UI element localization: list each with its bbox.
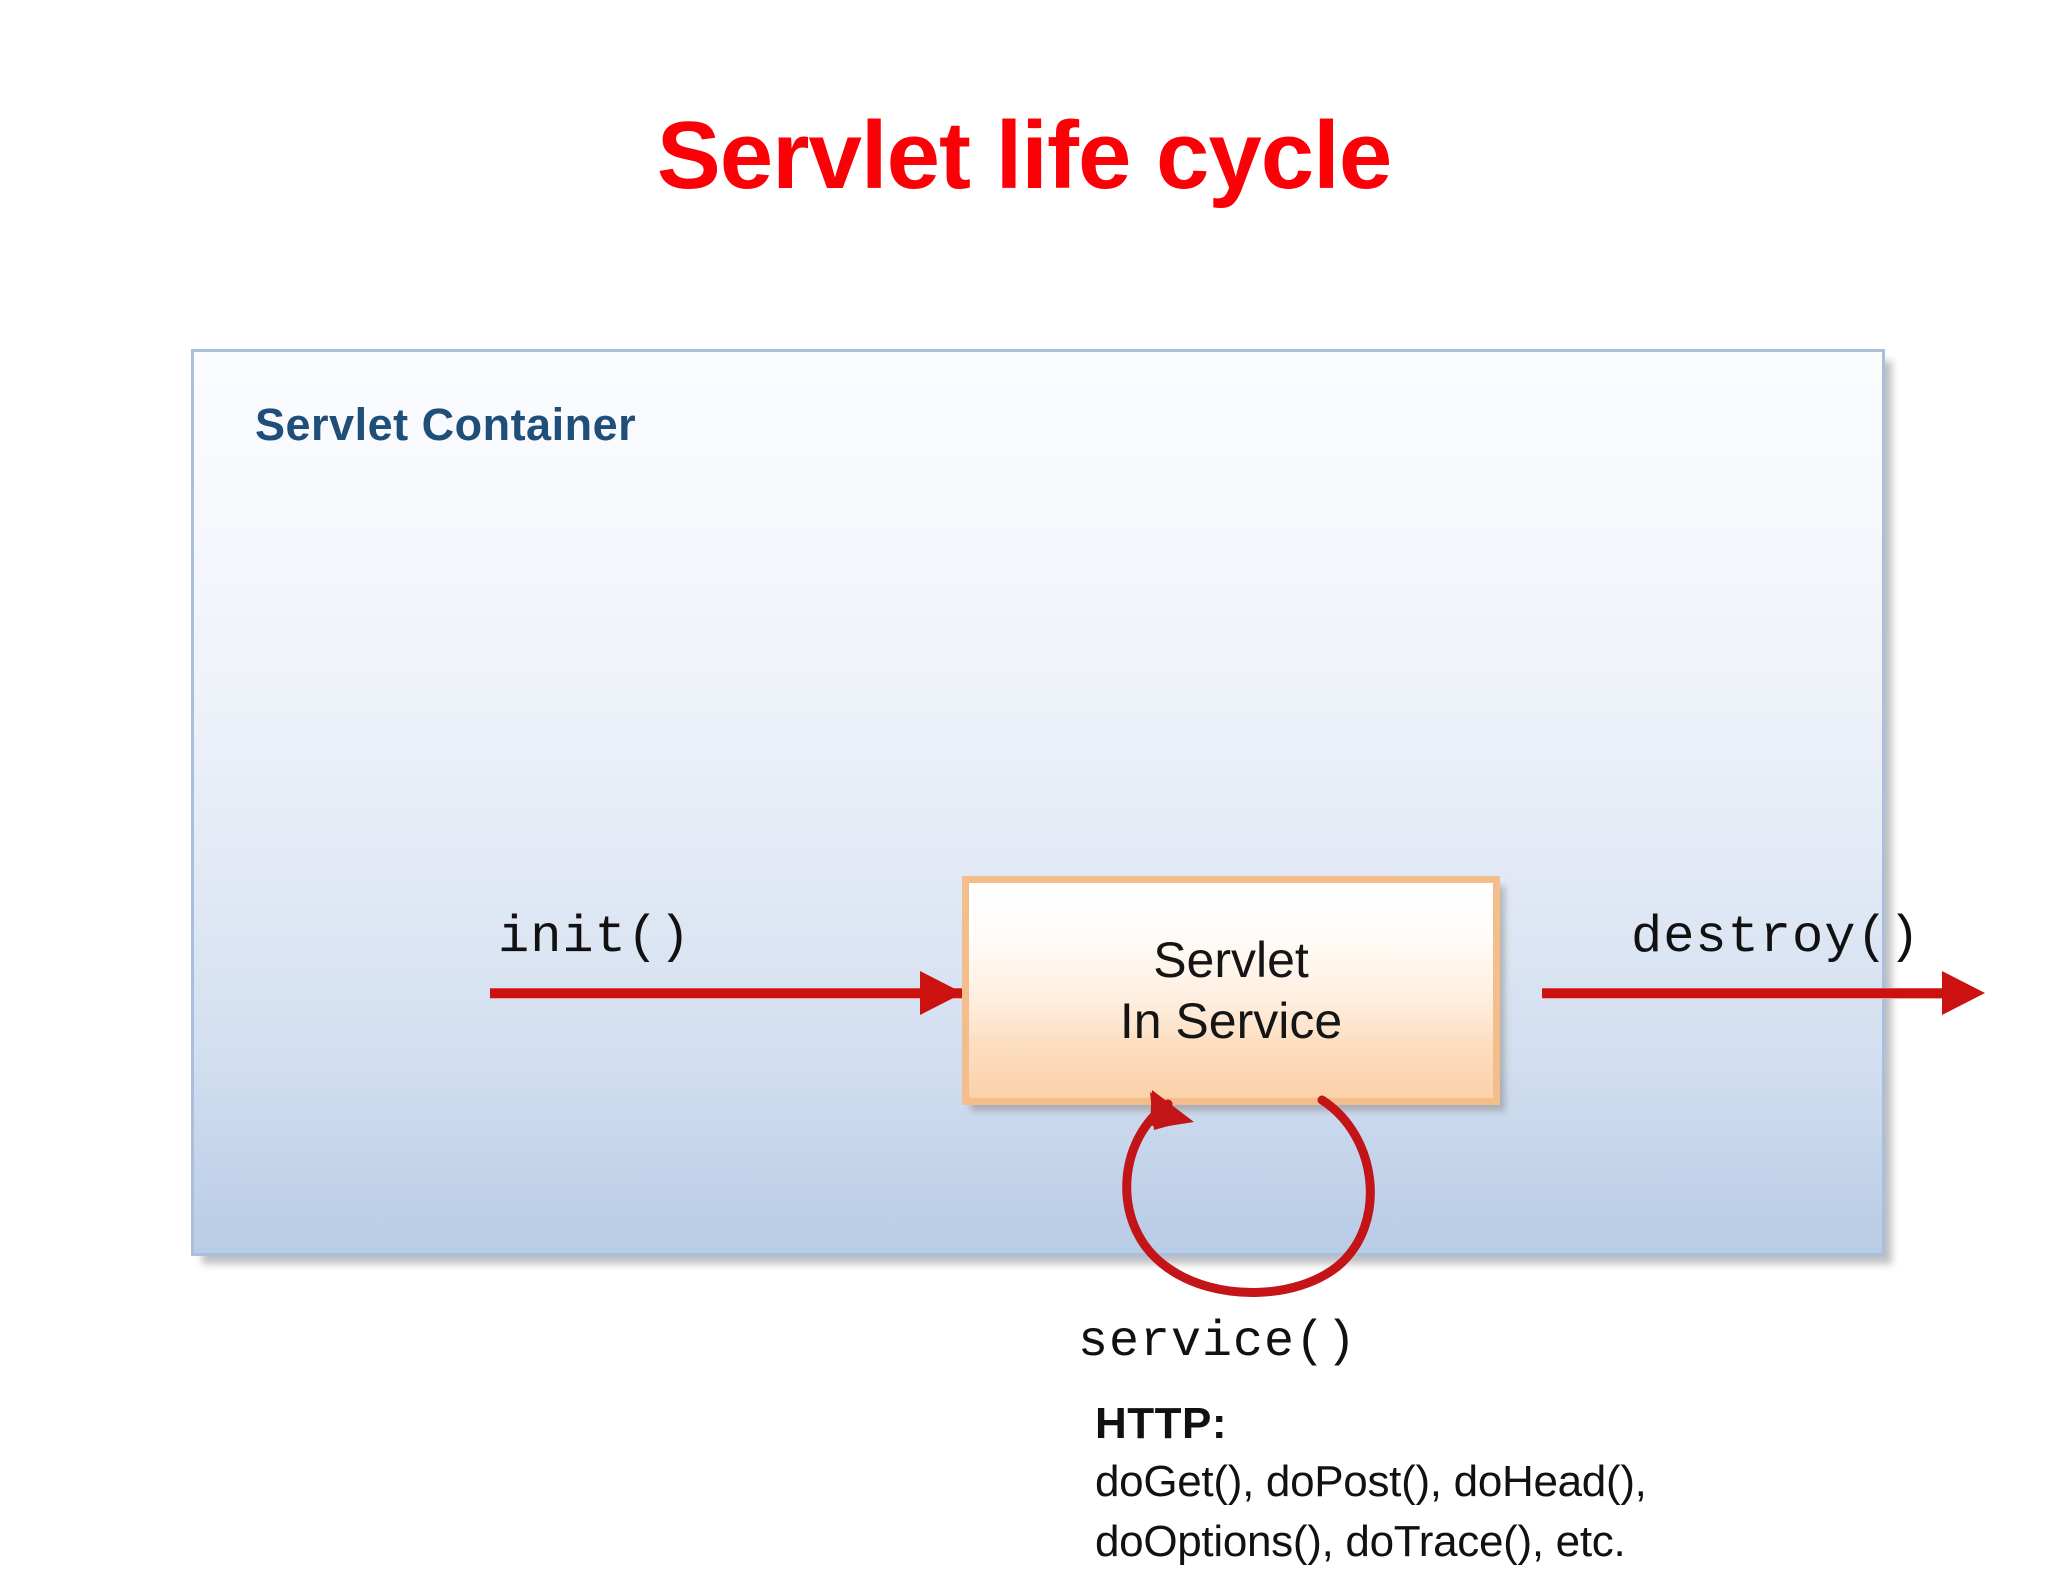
init-method-label: init() bbox=[498, 908, 692, 967]
servlet-in-service-box: Servlet In Service bbox=[962, 876, 1500, 1105]
servlet-box-line-2: In Service bbox=[1119, 992, 1343, 1049]
http-heading-label: HTTP: bbox=[1095, 1399, 1228, 1448]
destroy-arrow-head-icon bbox=[1942, 971, 1985, 1015]
destroy-arrow-line bbox=[1542, 988, 1942, 999]
service-loop-arrow-icon bbox=[1122, 1090, 1375, 1297]
servlet-container-panel: Servlet Container init() Servlet In Serv… bbox=[191, 349, 1985, 1566]
http-methods-block: HTTP: doGet(), doPost(), doHead(), doOpt… bbox=[1095, 1395, 1647, 1572]
http-methods-line-1: doGet(), doPost(), doHead(), bbox=[1095, 1457, 1647, 1507]
servlet-box-line-1: Servlet bbox=[1153, 931, 1309, 988]
init-arrow-line bbox=[490, 988, 962, 999]
servlet-container-label: Servlet Container bbox=[255, 399, 637, 450]
http-methods-line-2: doOptions(), doTrace(), etc. bbox=[1095, 1517, 1626, 1567]
destroy-method-label: destroy() bbox=[1631, 908, 1921, 967]
service-method-label: service() bbox=[1078, 1314, 1358, 1371]
init-arrow-head-icon bbox=[920, 971, 963, 1015]
page-title: Servlet life cycle bbox=[656, 102, 1392, 209]
